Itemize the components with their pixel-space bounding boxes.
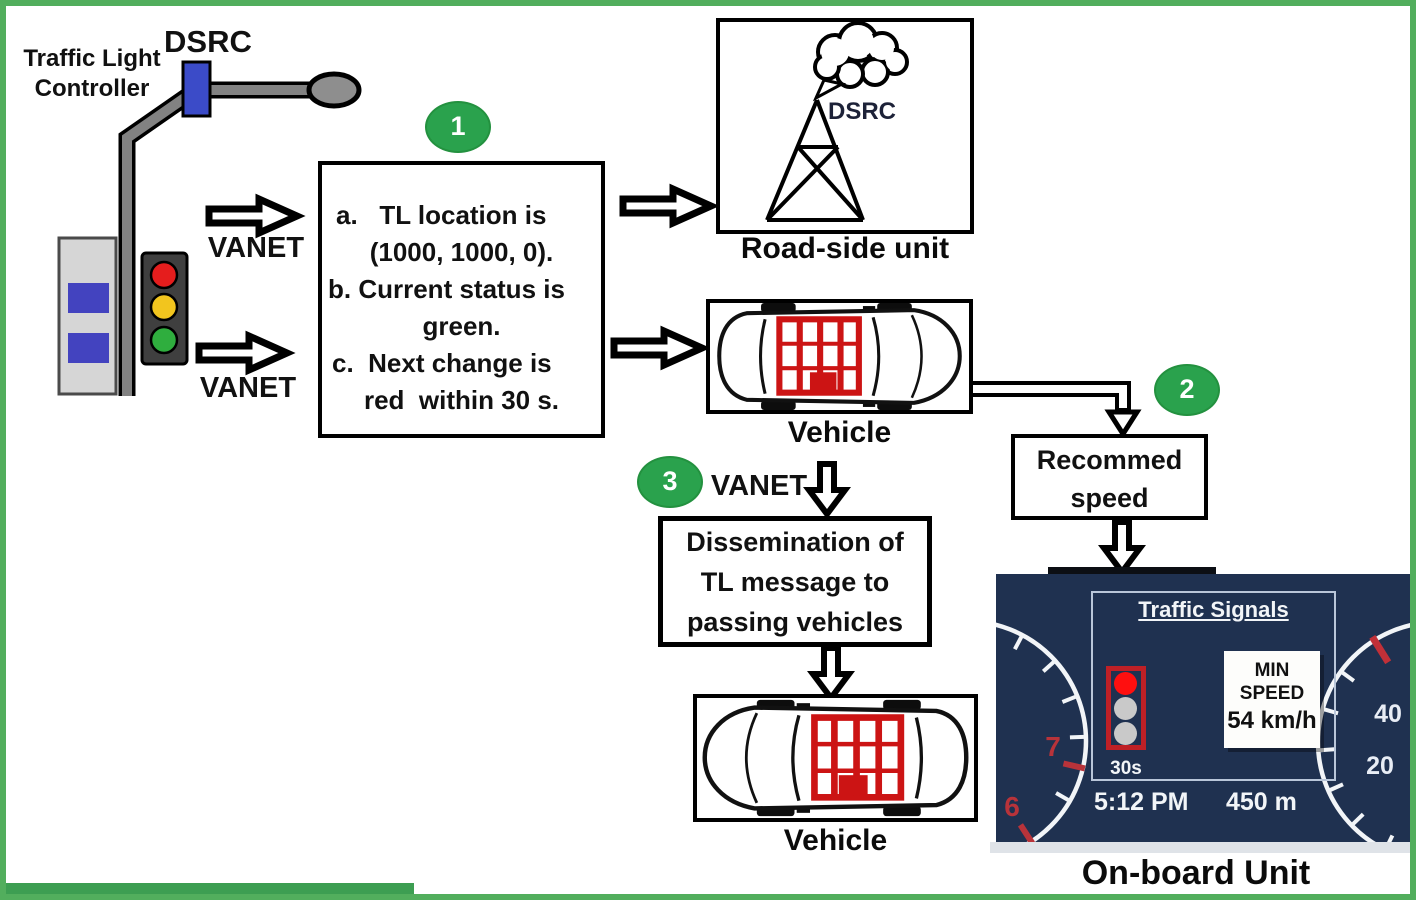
red-light-icon <box>1114 672 1137 695</box>
traffic-light-icon <box>140 251 189 366</box>
vanet-top-label: VANET <box>207 232 305 264</box>
min-speed-sign: MIN SPEED 54 km/h <box>1224 651 1320 748</box>
recommended-speed-line2: speed <box>1070 483 1149 513</box>
recommended-speed-box: Recommed speed <box>1011 434 1208 520</box>
vanet-down-arrow-icon <box>809 464 845 514</box>
vehicle-bottom-box <box>693 694 978 822</box>
min-speed-value: 54 km/h <box>1227 707 1317 734</box>
step1-badge: 1 <box>425 101 491 153</box>
roadside-unit-caption: Road-side unit <box>740 232 950 265</box>
message-line: a. TL location is <box>336 200 547 230</box>
arrow-to-roadside-unit-icon <box>623 189 711 223</box>
message-line: c. Next change is <box>332 348 552 378</box>
green-light-off-icon <box>1114 722 1137 745</box>
diagram-shape-layer <box>57 60 1410 894</box>
recommended-speed-down-arrow-icon <box>1104 522 1140 572</box>
traffic-light-pole-icon <box>118 60 362 396</box>
roadside-unit-box: DSRC <box>716 18 974 234</box>
signal-cloud-icon <box>812 21 909 102</box>
dsrc-pole-label: DSRC <box>164 24 252 59</box>
countdown-label: 30s <box>1110 758 1142 779</box>
rsu-dsrc-label: DSRC <box>828 98 897 125</box>
vanet-bottom-label: VANET <box>199 372 297 404</box>
vehicle-bottom-caption: Vehicle <box>783 824 888 857</box>
vanet-arrow-bottom-icon <box>199 336 287 370</box>
message-line: red within 30 s. <box>363 385 560 415</box>
dissemination-line1: Dissemination of <box>686 527 904 557</box>
vanet-arrow-top-icon <box>209 199 297 233</box>
controller-label-line2: Controller <box>34 75 150 102</box>
border-accent <box>6 883 414 894</box>
dissemination-down-arrow-icon <box>813 648 849 698</box>
lamp-head-icon <box>306 71 362 109</box>
dissemination-box: Dissemination of TL message to passing v… <box>658 516 932 647</box>
dashboard-bottom-strip <box>990 842 1410 853</box>
traffic-light-controller-label: Traffic Light Controller <box>12 44 172 104</box>
message-line: (1000, 1000, 0). <box>369 237 554 267</box>
vanet-step3-label: VANET <box>710 470 808 502</box>
car-top-view-icon <box>717 303 962 410</box>
speedometer-number: 40 <box>1374 700 1402 728</box>
dsrc-unit-icon <box>181 60 212 118</box>
dashboard-time: 5:12 PM <box>1094 788 1189 816</box>
tachometer-number: 7 <box>1045 731 1061 762</box>
dissemination-line2: TL message to <box>700 567 890 597</box>
dashboard-distance: 450 m <box>1226 788 1297 816</box>
tachometer-number: 6 <box>1004 791 1020 822</box>
onboard-unit-caption: On-board Unit <box>1081 854 1311 892</box>
traffic-signals-panel <box>1091 591 1336 781</box>
tl-message-box: a. TL location is (1000, 1000, 0). b. Cu… <box>318 161 605 438</box>
onboard-unit-display: 7 6 40 20 Traffic Signals <box>996 574 1410 844</box>
min-speed-label2: SPEED <box>1239 683 1305 704</box>
controller-cabinet-icon <box>57 236 118 396</box>
vehicle-top-box <box>706 299 973 414</box>
dissemination-line3: passing vehicles <box>686 607 904 637</box>
speedometer-number: 20 <box>1366 752 1394 780</box>
arrow-to-vehicle-icon <box>614 331 702 365</box>
message-line: b. Current status is <box>328 274 565 304</box>
yellow-light-off-icon <box>1114 697 1137 720</box>
speedometer-needle-icon <box>1369 634 1392 665</box>
rsu-tower-icon <box>765 21 909 222</box>
step2-badge: 2 <box>1154 364 1220 416</box>
dashboard-hood-bar <box>1048 567 1216 575</box>
step3-badge: 3 <box>637 456 703 508</box>
min-speed-label1: MIN <box>1254 660 1290 681</box>
car-top-view-icon <box>702 699 969 817</box>
traffic-signals-title: Traffic Signals <box>1138 597 1289 622</box>
vehicle-to-speed-connector-icon <box>972 381 1142 439</box>
message-line: green. <box>422 311 501 341</box>
vehicle-top-caption: Vehicle <box>787 416 892 449</box>
tachometer-gauge-icon: 7 6 <box>996 622 1089 844</box>
dashboard-traffic-light-icon <box>1106 666 1146 750</box>
controller-label-line1: Traffic Light <box>23 45 161 72</box>
recommended-speed-line1: Recommed <box>1036 445 1183 475</box>
